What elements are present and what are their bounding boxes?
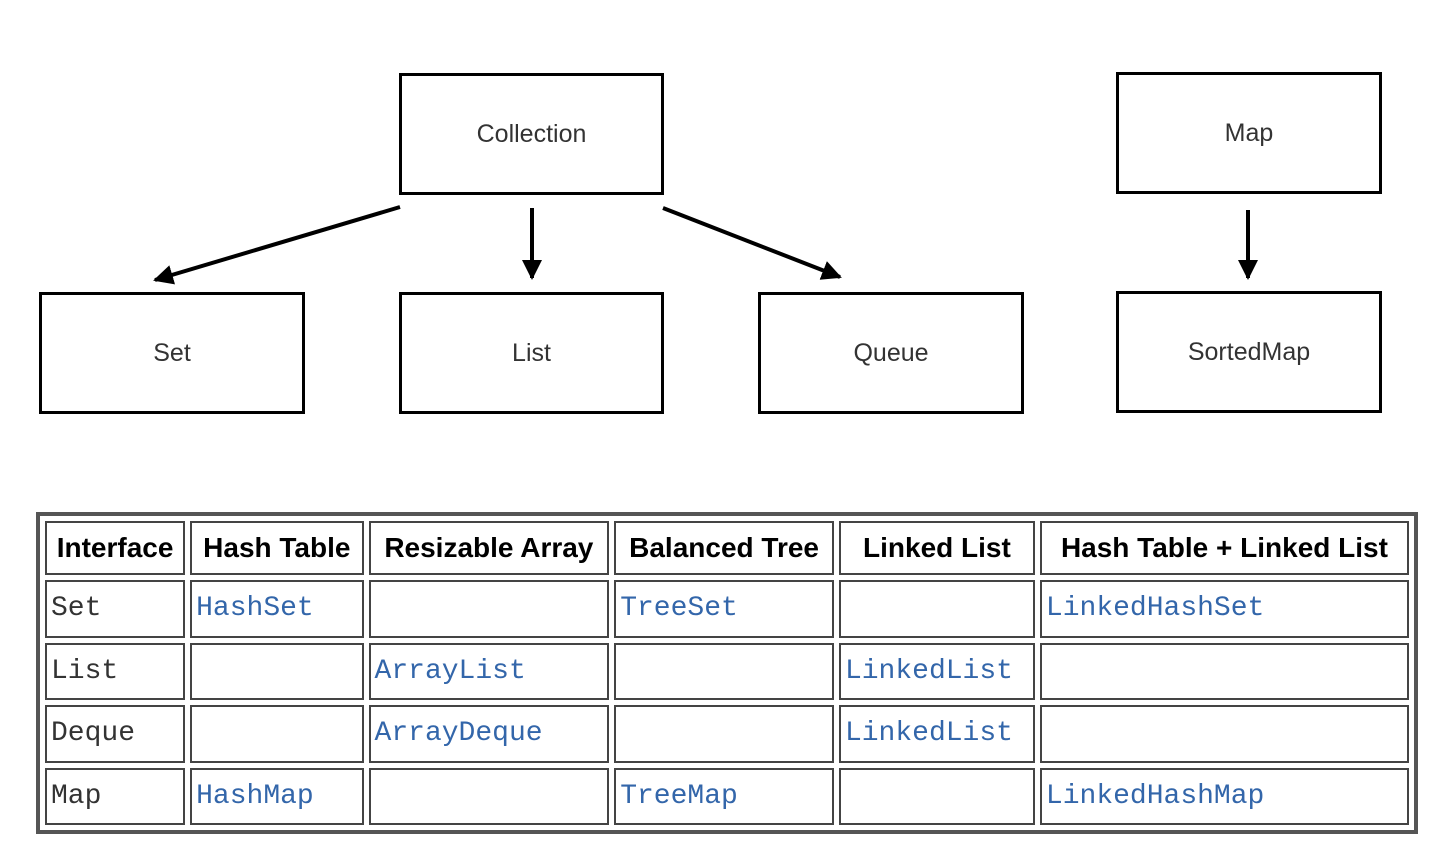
table-cell-interface: Set: [45, 580, 186, 638]
node-list: List: [399, 292, 664, 414]
table-cell: [368, 580, 610, 638]
table-row: Set HashSet TreeSet LinkedHashSet: [45, 580, 1409, 638]
table-cell-link[interactable]: ArrayList: [368, 642, 610, 700]
table-row: Deque ArrayDeque LinkedList: [45, 705, 1409, 763]
table-cell-interface: Deque: [45, 705, 186, 763]
table-cell-link[interactable]: HashMap: [190, 767, 364, 825]
node-map: Map: [1116, 72, 1382, 194]
table-cell: [190, 642, 364, 700]
table-cell-link[interactable]: TreeMap: [614, 767, 834, 825]
node-label: Queue: [853, 338, 929, 367]
table-cell: [614, 705, 834, 763]
node-label: Map: [1224, 118, 1274, 147]
table-cell: [1039, 642, 1409, 700]
column-header: Resizable Array: [368, 521, 610, 575]
node-label: List: [512, 338, 551, 367]
table-cell-interface: Map: [45, 767, 186, 825]
table-row: List ArrayList LinkedList: [45, 642, 1409, 700]
arrows-layer: [153, 205, 1258, 285]
node-set: Set: [39, 292, 305, 414]
table-cell: [838, 767, 1035, 825]
column-header: Interface: [45, 521, 186, 575]
table-cell-link[interactable]: LinkedHashSet: [1039, 580, 1409, 638]
table-cell-link[interactable]: LinkedList: [838, 705, 1035, 763]
table-row: Map HashMap TreeMap LinkedHashMap: [45, 767, 1409, 825]
node-label: Collection: [476, 119, 587, 148]
node-collection: Collection: [399, 73, 664, 195]
column-header: Hash Table: [190, 521, 364, 575]
hierarchy-diagram: Collection Map Set List Queue SortedMap: [39, 72, 1382, 414]
node-label: Set: [153, 338, 191, 367]
node-queue: Queue: [758, 292, 1024, 414]
column-header: Hash Table + Linked List: [1039, 521, 1409, 575]
table-cell-link[interactable]: HashSet: [190, 580, 364, 638]
implementations-table: Interface Hash Table Resizable Array Bal…: [40, 516, 1414, 830]
table-cell-link[interactable]: TreeSet: [614, 580, 834, 638]
table-cell: [1039, 705, 1409, 763]
table-cell-link[interactable]: LinkedHashMap: [1039, 767, 1409, 825]
node-sortedmap: SortedMap: [1116, 291, 1382, 413]
table-cell-link[interactable]: ArrayDeque: [368, 705, 610, 763]
table-cell-link[interactable]: LinkedList: [838, 642, 1035, 700]
arrow-collection-to-queue: [662, 206, 842, 280]
implementations-table-frame: Interface Hash Table Resizable Array Bal…: [36, 512, 1418, 834]
column-header: Linked List: [838, 521, 1035, 575]
node-label: SortedMap: [1187, 337, 1311, 366]
column-header: Balanced Tree: [614, 521, 834, 575]
table-cell: [368, 767, 610, 825]
table-cell: [614, 642, 834, 700]
table-cell: [838, 580, 1035, 638]
table-cell-interface: List: [45, 642, 186, 700]
table-cell: [190, 705, 364, 763]
table-header-row: Interface Hash Table Resizable Array Bal…: [45, 521, 1409, 575]
arrow-collection-to-set: [153, 205, 401, 285]
